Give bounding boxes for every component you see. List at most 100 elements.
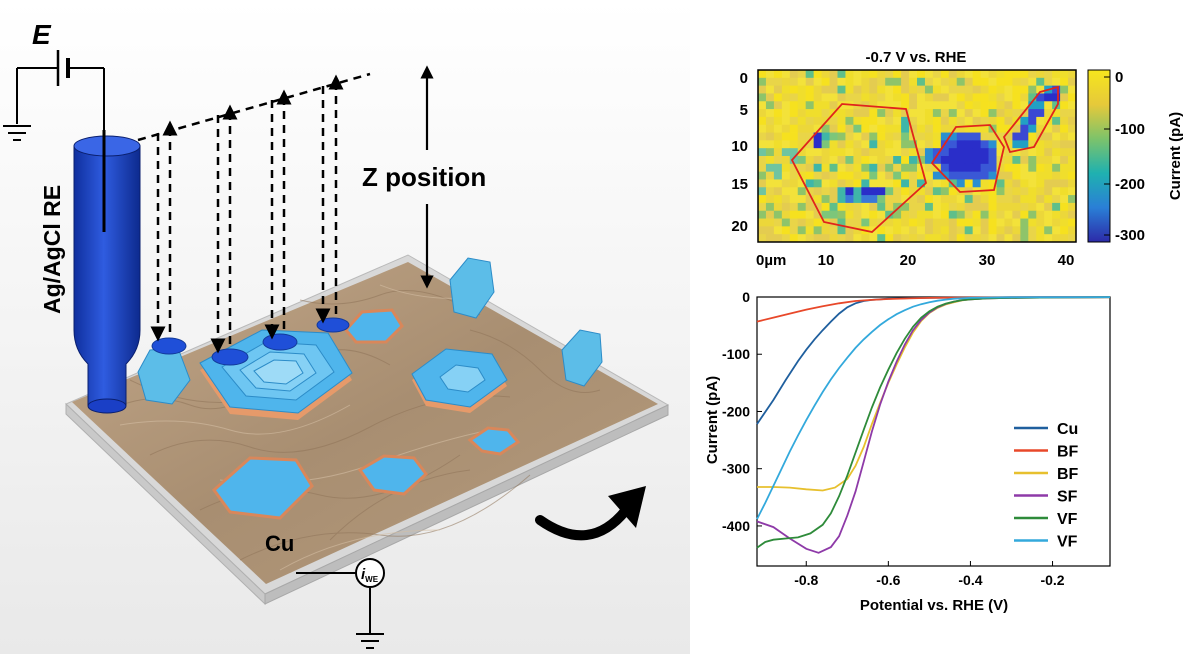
heatmap-cell (765, 156, 775, 165)
heatmap-cell (956, 210, 966, 219)
heatmap-cell (972, 234, 981, 243)
heatmap-cell (789, 163, 799, 173)
y-tick-label: -300 (722, 461, 750, 477)
heatmap-cell (758, 156, 767, 165)
heatmap-cell (861, 171, 870, 180)
heatmap-cell (1020, 148, 1029, 157)
heatmap-cell (996, 101, 1005, 110)
heatmap-cell (1020, 109, 1029, 118)
heatmap-cell (1052, 70, 1061, 79)
heatmap-cell (1036, 202, 1045, 212)
heatmap-cell (972, 70, 981, 79)
heatmap-cell (773, 171, 783, 180)
heatmap-cell (948, 202, 958, 212)
heatmap-cell (1028, 202, 1037, 212)
heatmap-x-tick: 30 (979, 252, 996, 269)
legend-label: VF (1057, 534, 1078, 551)
heatmap-cell (956, 195, 966, 204)
heatmap-cell (1052, 163, 1061, 173)
heatmap-cell (1044, 156, 1053, 165)
heatmap-cell (1044, 124, 1053, 133)
heatmap-cell (964, 210, 974, 219)
x-tick-label: -0.8 (794, 572, 818, 588)
heatmap-cell (1052, 148, 1061, 157)
heatmap-cell (1060, 132, 1069, 141)
heatmap-cell (940, 93, 950, 102)
heatmap-cell (1044, 210, 1053, 219)
heatmap-cell (917, 140, 926, 149)
heatmap-cell (765, 140, 775, 149)
heatmap-cell (797, 210, 807, 219)
heatmap-cell (893, 156, 902, 165)
heatmap-cell (773, 156, 783, 165)
heatmap-cell (956, 77, 966, 87)
heatmap-cell (869, 77, 878, 87)
heatmap-cell (909, 226, 918, 235)
heatmap-cell (789, 179, 799, 188)
heatmap-cell (980, 156, 989, 165)
schematic-panel: Z position E Ag/AgCl RE Cu (0, 0, 690, 654)
heatmap-cell (869, 163, 878, 173)
heatmap-cell (1036, 195, 1045, 204)
heatmap-cell (829, 77, 838, 87)
heatmap-cell (797, 179, 807, 188)
heatmap-cell (1012, 218, 1021, 227)
colorbar-tick: -300 (1115, 227, 1145, 244)
heatmap-cell (845, 70, 854, 79)
heatmap-cell (996, 210, 1005, 219)
heatmap-cell (758, 187, 767, 196)
heatmap-cell (789, 171, 799, 180)
heatmap-cell (972, 124, 981, 133)
heatmap-cell (805, 226, 815, 235)
heatmap-cell (948, 187, 958, 196)
heatmap-cell (805, 156, 815, 165)
heatmap-cell (893, 109, 902, 118)
heatmap-cell (948, 116, 958, 126)
heatmap-cell (901, 210, 910, 219)
heatmap-cell (1020, 77, 1029, 87)
legend-label: BF (1057, 466, 1079, 483)
heatmap-cell (765, 85, 775, 94)
heatmap-cell (1068, 70, 1077, 79)
heatmap-cell (964, 218, 974, 227)
heatmap-cell (885, 195, 894, 204)
legend-label: BF (1057, 444, 1079, 461)
heatmap-cell (988, 109, 997, 118)
heatmap-cell (837, 195, 846, 204)
flat-crystal (344, 308, 404, 344)
heatmap-cell (1020, 132, 1029, 141)
heatmap-cell (845, 109, 854, 118)
heatmap-cell (988, 132, 997, 141)
heatmap-cell (877, 70, 886, 79)
heatmap-cell (940, 226, 950, 235)
heatmap-cell (861, 132, 870, 141)
heatmap-cell (813, 234, 822, 243)
heatmap-cell (893, 77, 902, 87)
heatmap-cell (964, 140, 974, 149)
heatmap-cell (917, 195, 926, 204)
heatmap-cell (1004, 124, 1013, 133)
heatmap-cell (980, 179, 989, 188)
heatmap-cell (964, 195, 974, 204)
heatmap-cell (1004, 109, 1013, 118)
heatmap-cell (869, 93, 878, 102)
heatmap-cell (940, 195, 950, 204)
heatmap-cell (956, 85, 966, 94)
heatmap-cell (1012, 85, 1021, 94)
heatmap-cell (901, 124, 910, 133)
heatmap-cell (853, 77, 862, 87)
heatmap-cell (837, 124, 846, 133)
heatmap-cell (1028, 195, 1037, 204)
heatmap-cell (964, 163, 974, 173)
heatmap-cell (940, 109, 950, 118)
heatmap-cell (948, 93, 958, 102)
heatmap-cell (1004, 85, 1013, 94)
y-tick-label: -200 (722, 403, 750, 419)
heatmap-cell (940, 163, 950, 173)
heatmap-cell (893, 93, 902, 102)
heatmap-cell (861, 179, 870, 188)
heatmap-cell (861, 124, 870, 133)
heatmap-cell (901, 226, 910, 235)
heatmap-cell (805, 163, 815, 173)
